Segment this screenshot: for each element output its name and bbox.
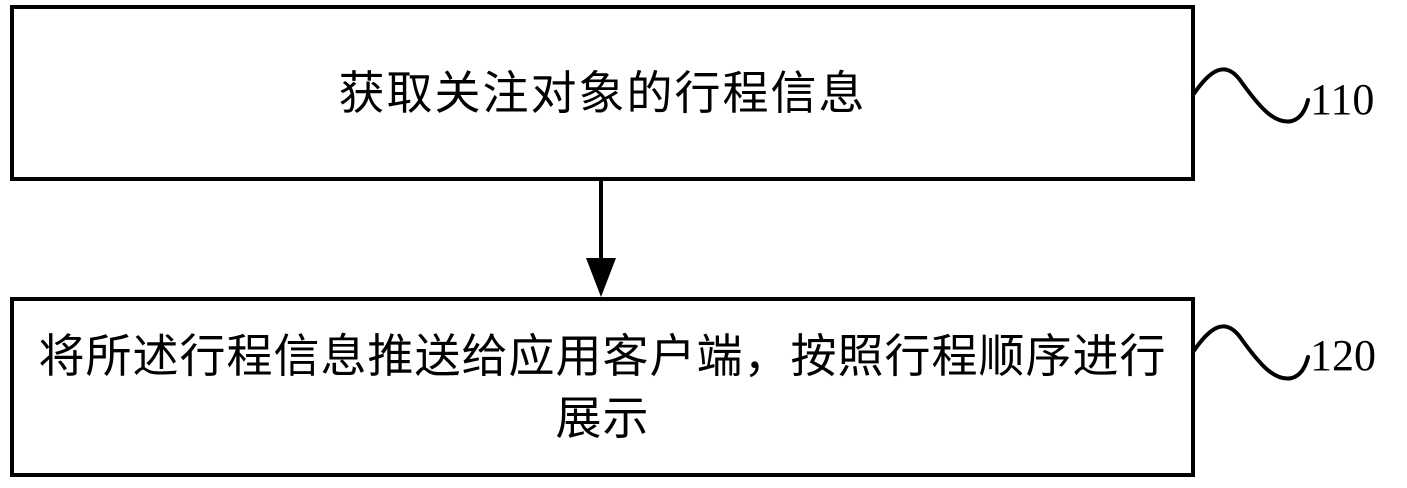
ref-label-110: 110 xyxy=(1310,78,1374,122)
ref-label-120: 120 xyxy=(1310,334,1376,378)
leader-line-110 xyxy=(1193,69,1308,121)
leader-line-120 xyxy=(1193,326,1308,378)
flow-arrow-head xyxy=(586,258,616,297)
